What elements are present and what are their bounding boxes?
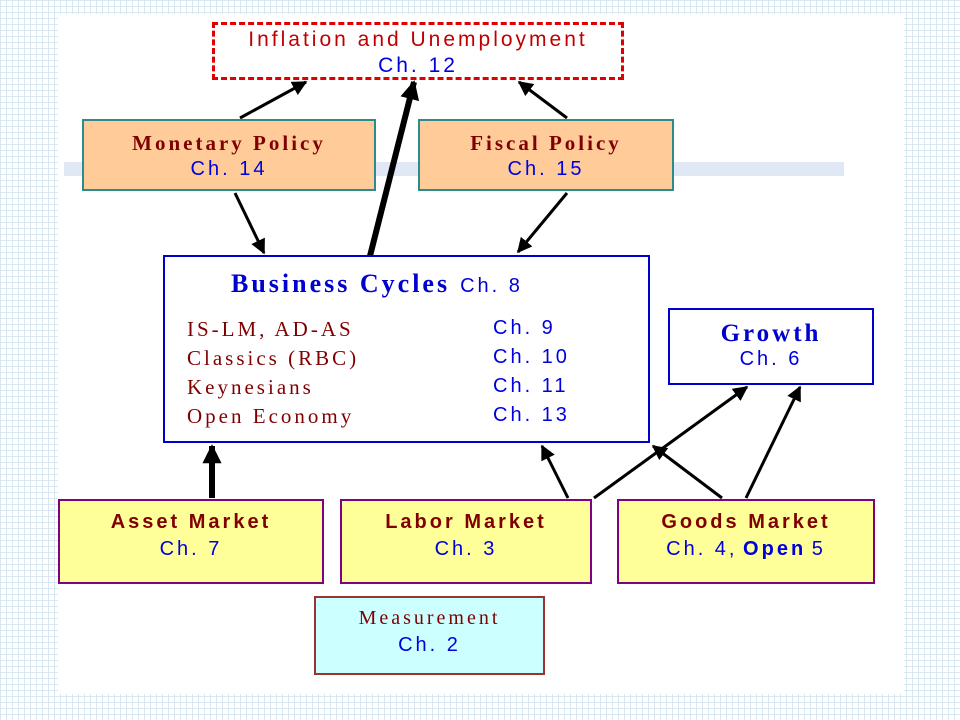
topic-row: Keynesians Ch. 11 <box>187 375 627 405</box>
node-labor-market-title: Labor Market <box>385 511 547 533</box>
edge-business-inflation <box>367 80 420 257</box>
goods-chapter-main: Ch. 4, <box>666 538 738 560</box>
edge-goods-growth <box>744 385 802 499</box>
node-inflation-chapter: Ch. 12 <box>378 54 458 77</box>
node-business-cycles-header: Business Cycles Ch. 8 <box>231 269 523 299</box>
node-growth-title: Growth <box>720 320 822 347</box>
node-business-cycles-chapter: Ch. 8 <box>460 275 523 297</box>
edge-labor-business <box>540 444 570 499</box>
node-monetary-policy: Monetary Policy Ch. 14 <box>82 119 376 191</box>
edge-monetary-inflation <box>239 80 308 120</box>
topic-name: Keynesians <box>187 375 314 399</box>
node-measurement: Measurement Ch. 2 <box>314 596 545 675</box>
topic-row: Open Economy Ch. 13 <box>187 404 627 434</box>
node-business-cycles-title: Business Cycles <box>231 269 451 298</box>
node-monetary-policy-title: Monetary Policy <box>132 131 326 155</box>
topic-name: Classics (RBC) <box>187 346 360 370</box>
topic-name: Open Economy <box>187 404 355 428</box>
node-inflation: Inflation and Unemployment Ch. 12 <box>212 22 624 80</box>
edge-fiscal-inflation <box>517 80 568 120</box>
node-goods-market-chapter: Ch. 4, Open 5 <box>619 538 873 561</box>
topic-name: IS-LM, AD-AS <box>187 317 354 341</box>
node-labor-market: Labor Market Ch. 3 <box>340 499 592 584</box>
goods-chapter-open-number: 5 <box>811 538 826 560</box>
node-asset-market-chapter: Ch. 7 <box>159 538 223 560</box>
node-measurement-title: Measurement <box>358 607 501 629</box>
node-fiscal-policy-title: Fiscal Policy <box>470 131 622 155</box>
node-labor-market-chapter: Ch. 3 <box>434 538 498 560</box>
goods-chapter-open: Open <box>743 538 807 560</box>
node-asset-market: Asset Market Ch. 7 <box>58 499 324 584</box>
topic-row: Classics (RBC) Ch. 10 <box>187 346 627 376</box>
node-inflation-title: Inflation and Unemployment <box>248 28 588 51</box>
node-goods-market-title: Goods Market <box>661 511 831 533</box>
topic-chapter: Ch. 10 <box>493 346 570 368</box>
node-measurement-chapter: Ch. 2 <box>398 634 461 656</box>
topic-chapter: Ch. 9 <box>493 317 556 339</box>
node-growth-chapter: Ch. 6 <box>739 348 803 370</box>
edge-goods-business <box>651 444 723 500</box>
node-fiscal-policy: Fiscal Policy Ch. 15 <box>418 119 674 191</box>
node-goods-market: Goods Market Ch. 4, Open 5 <box>617 499 875 584</box>
node-asset-market-title: Asset Market <box>110 511 272 533</box>
topic-chapter: Ch. 13 <box>493 404 570 426</box>
edge-labor-growth <box>593 385 749 500</box>
node-growth: Growth Ch. 6 <box>668 308 874 385</box>
edge-fiscal-business <box>516 192 569 254</box>
topic-row: IS-LM, AD-AS Ch. 9 <box>187 317 627 347</box>
node-fiscal-policy-chapter: Ch. 15 <box>507 158 585 180</box>
edge-monetary-business <box>233 192 266 255</box>
topic-chapter: Ch. 11 <box>493 375 569 397</box>
node-monetary-policy-chapter: Ch. 14 <box>190 158 268 180</box>
